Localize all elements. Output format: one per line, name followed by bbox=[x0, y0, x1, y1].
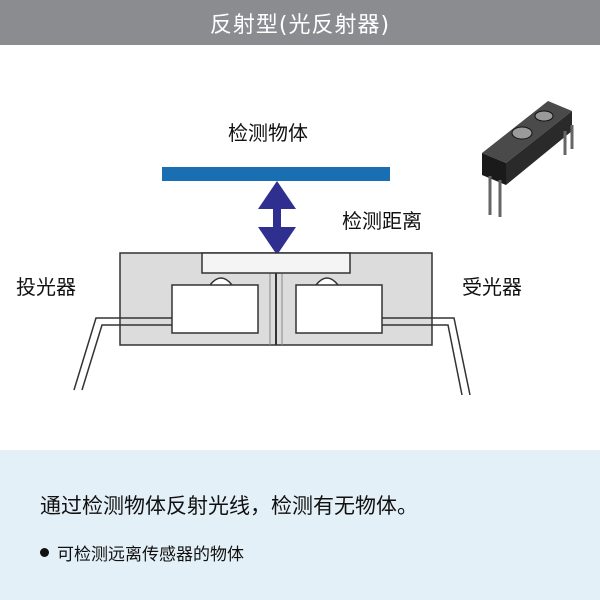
sensor-diagram: 检测物体 检测距离 投光器 受光器 bbox=[0, 45, 600, 450]
detection-distance-label: 检测距离 bbox=[342, 209, 422, 233]
receiver-element bbox=[295, 277, 383, 334]
distance-arrow-icon bbox=[258, 181, 296, 255]
sensor-product-photo bbox=[482, 101, 574, 217]
sensor-housing bbox=[119, 252, 433, 346]
emitter-label: 投光器 bbox=[16, 275, 76, 299]
bullet-icon bbox=[40, 548, 49, 557]
page-title: 反射型(光反射器) bbox=[0, 0, 600, 45]
sensor-leads bbox=[73, 317, 471, 396]
description-text: 通过检测物体反射光线，检测有无物体。 bbox=[40, 494, 418, 518]
description-panel: 通过检测物体反射光线，检测有无物体。 可检测远离传感器的物体 bbox=[0, 450, 600, 600]
emitter-element bbox=[171, 277, 259, 334]
detected-object-label: 检测物体 bbox=[228, 121, 308, 145]
detected-object-bar bbox=[162, 167, 390, 181]
feature-text: 可检测远离传感器的物体 bbox=[57, 545, 244, 565]
diagram-graphic bbox=[73, 101, 574, 396]
page-title-text: 反射型(光反射器) bbox=[209, 12, 391, 38]
receiver-label: 受光器 bbox=[462, 275, 522, 299]
feature-list-item: 可检测远离传感器的物体 bbox=[40, 540, 244, 565]
